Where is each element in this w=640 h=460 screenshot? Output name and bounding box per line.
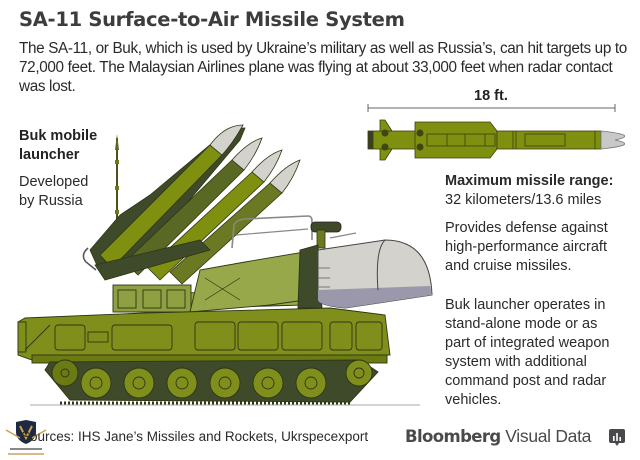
missile-side-view — [367, 119, 626, 161]
operation-line-5: command post and radar — [445, 373, 607, 389]
missile-length-label: 18 ft. — [474, 88, 508, 104]
range-heading: Maximum missile range: — [445, 173, 614, 189]
brand-bold: Bloomberg — [405, 427, 501, 446]
brand-logo: Bloomberg Visual Data — [405, 426, 591, 447]
radar-dome — [317, 239, 433, 309]
defense-line-2: high-performance aircraft — [445, 239, 607, 255]
buk-launcher-vehicle — [17, 124, 433, 406]
missile-length-dimension-line — [367, 104, 616, 112]
defense-line-1: Provides defense against — [445, 220, 608, 236]
intro-paragraph: The SA-11, or Buk, which is used by Ukra… — [19, 40, 627, 95]
launcher-missiles — [82, 124, 301, 285]
defense-line-3: and cruise missiles. — [445, 258, 572, 274]
bar-chart-speech-icon — [609, 429, 625, 446]
operation-line-4: system with additional — [445, 354, 587, 370]
launcher-label-line-2: launcher — [19, 146, 80, 163]
sight-tube — [310, 221, 357, 249]
launcher-origin-line-2: by Russia — [19, 192, 83, 209]
launcher-label-line-1: Buk mobile — [19, 128, 98, 144]
operation-description: Buk launcher operates in stand-alone mod… — [445, 296, 640, 410]
watermark-logo — [5, 420, 47, 455]
defense-description: Provides defense against high-performanc… — [445, 219, 640, 276]
tracks — [30, 359, 420, 406]
handrail — [231, 215, 313, 249]
operation-line-6: vehicles. — [445, 392, 502, 408]
range-value: 32 kilometers/13.6 miles — [445, 192, 602, 208]
operation-line-2: stand-alone mode or as — [445, 316, 598, 332]
hull — [17, 307, 391, 364]
operation-line-3: part of integrated weapon — [445, 335, 610, 351]
launcher-origin: Developed by Russia — [19, 173, 88, 210]
turret — [112, 244, 323, 313]
page-title: SA-11 Surface-to-Air Missile System — [19, 8, 405, 31]
launcher-label: Buk mobile launcher — [19, 127, 97, 164]
operation-line-1: Buk launcher operates in — [445, 297, 606, 313]
sources-credit: Sources: IHS Jane’s Missiles and Rockets… — [21, 429, 369, 444]
launcher-origin-line-1: Developed — [19, 174, 89, 190]
brand-light: Visual Data — [500, 426, 592, 446]
